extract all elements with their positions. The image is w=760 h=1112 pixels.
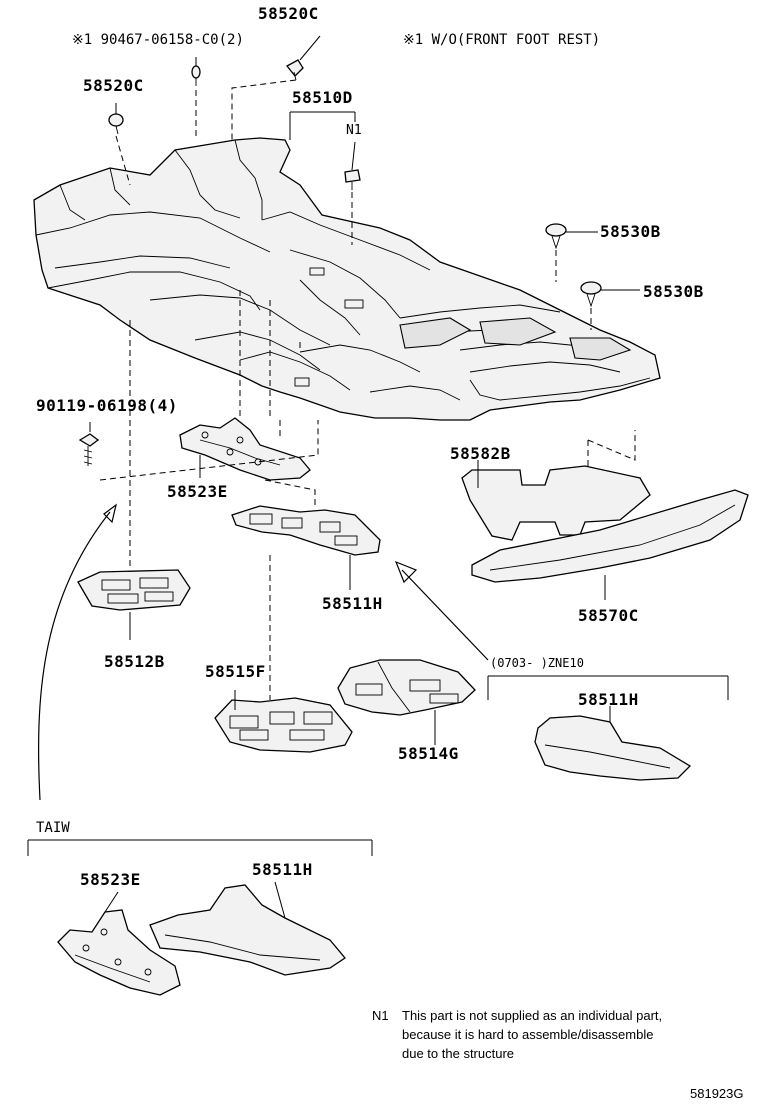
pad-58515f [214,697,353,753]
catalog-code: 581923G [690,1086,744,1101]
label-58570c: 58570C [578,606,639,625]
label-58530b-2: 58530B [643,282,704,301]
plug-58530b-2 [580,281,602,308]
rear-panel-58570c [471,489,749,583]
rear-pad-58582b [461,465,651,541]
footnote-line-3: due to the structure [402,1046,515,1061]
label-n1: N1 [346,123,362,138]
bolt-90119 [78,433,100,466]
label-58520c-left: 58520C [83,76,144,95]
pad-58511h-center [231,505,381,556]
label-58523e: 58523E [167,482,228,501]
label-58515f: 58515F [205,662,266,681]
floor-carpet-58510d [33,137,661,421]
note-ref-90467: ※1 90467-06158-C0(2) [72,32,244,48]
legend-without-foot-rest: ※1 W/O(FRONT FOOT REST) [403,32,601,48]
taiw-pad-58511h [149,884,346,976]
label-zne10-range: (0703- )ZNE10 [490,656,584,670]
leader-lines [27,35,729,919]
pad-58514g [337,659,476,716]
label-90119: 90119-06198(4) [36,396,178,415]
label-58582b: 58582B [450,444,511,463]
label-58520c-top: 58520C [258,4,319,23]
pad-58512b [77,569,191,611]
screw-90467 [191,65,201,86]
taiw-bracket-58523e [57,909,181,996]
bracket-58523e [179,417,311,481]
label-58511h: 58511H [322,594,383,613]
pad-58511h-zne10 [534,715,692,781]
assembly-lines [99,79,636,700]
arrow-zne10 [394,560,489,661]
label-58530b-1: 58530B [600,222,661,241]
label-58510d: 58510D [292,88,353,107]
label-58514g: 58514G [398,744,459,763]
label-58512b: 58512B [104,652,165,671]
label-taiw: TAIW [36,820,70,836]
label-taiw-58511h: 58511H [252,860,313,879]
clip-n1 [344,169,361,190]
footnote-line-1: This part is not supplied as an individu… [402,1008,663,1023]
plug-58530b-1 [545,223,567,250]
clip-58520c-top [286,59,304,81]
label-taiw-58523e: 58523E [80,870,141,889]
clip-58520c-left [108,113,124,135]
footnote-line-2: because it is hard to assemble/disassemb… [402,1027,654,1042]
arrow-taiw [37,503,117,801]
footnote-marker: N1 [372,1008,389,1023]
label-58511h-zne10: 58511H [578,690,639,709]
